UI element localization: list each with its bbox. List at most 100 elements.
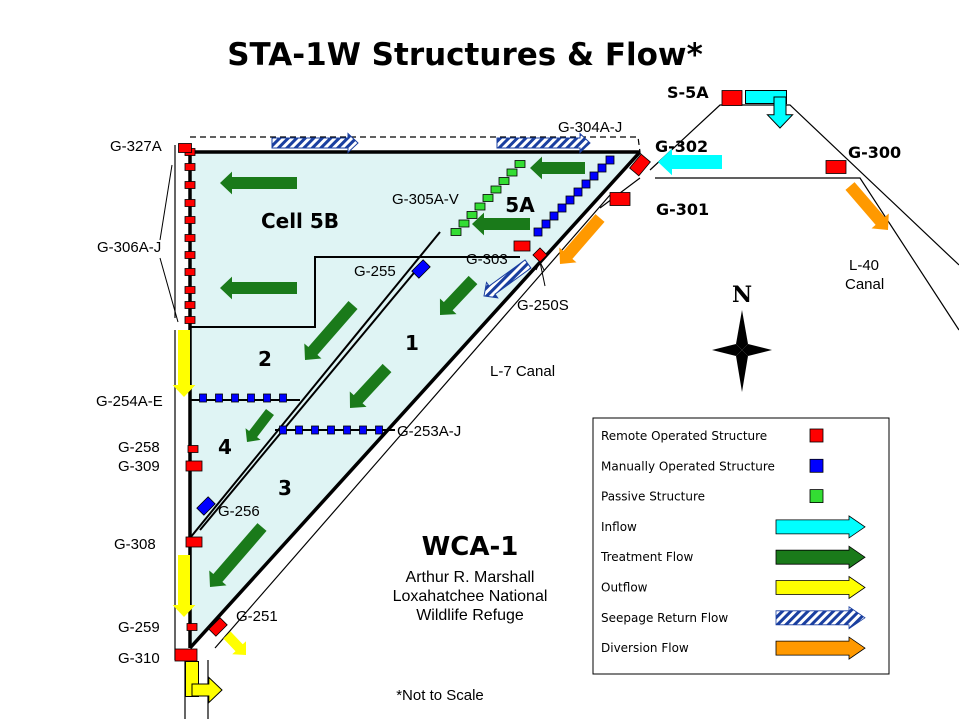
- g304-structure: [541, 219, 551, 229]
- g253-structure: [327, 425, 335, 435]
- g253-structure: [279, 425, 287, 435]
- outflow-arrow: [172, 555, 196, 617]
- g303-structure: [513, 240, 531, 252]
- g305-structure: [474, 202, 486, 211]
- cell-2-label: 2: [258, 347, 272, 371]
- g253-structure: [311, 425, 319, 435]
- legend-item-label: Seepage Return Flow: [601, 611, 728, 625]
- legend-item-swatch: [809, 489, 824, 504]
- label-l7: L-7 Canal: [490, 363, 555, 380]
- g306-structure: [184, 181, 196, 189]
- g306-structure: [184, 268, 196, 276]
- treatment-arrow: [530, 156, 585, 180]
- legend-item-swatch: [809, 458, 824, 473]
- label-g250s: G-250S: [517, 297, 569, 314]
- g306-structure: [184, 286, 196, 294]
- g304-structure: [565, 195, 575, 205]
- treatment-arrow: [220, 171, 297, 195]
- legend-item-arrow: [775, 545, 866, 569]
- g305-structure: [506, 168, 518, 177]
- g306-structure: [184, 301, 196, 309]
- label-l40: L-40: [849, 257, 879, 274]
- label-s5a: S-5A: [667, 83, 709, 102]
- north-label: N: [732, 282, 752, 308]
- label-g303: G-303: [466, 251, 508, 268]
- wca-line-1: Arthur R. Marshall: [406, 569, 535, 586]
- wca-title: WCA-1: [422, 532, 519, 562]
- cell-3-label: 3: [278, 476, 292, 500]
- g304-structure: [589, 171, 599, 181]
- cell-5a-label: 5A: [505, 193, 535, 217]
- g305-structure: [450, 228, 462, 236]
- legend-item-label: Manually Operated Structure: [601, 459, 775, 473]
- g300-structure: [825, 160, 847, 174]
- g309-structure: [185, 460, 203, 472]
- g306-structure: [184, 251, 196, 259]
- g253-structure: [295, 425, 303, 435]
- flow-arrows: [172, 90, 889, 704]
- g250s-pointer: [539, 261, 546, 287]
- legend-item-label: Diversion Flow: [601, 641, 689, 655]
- g310-structure: [174, 648, 198, 662]
- g305-structure: [490, 185, 502, 194]
- g304-structure: [597, 163, 607, 173]
- g306-structure: [184, 163, 196, 171]
- cell-4-label: 4: [218, 435, 232, 459]
- label-g253: G-253A-J: [397, 423, 461, 440]
- g308-structure: [185, 536, 203, 548]
- g250s-structure: [532, 247, 548, 263]
- g254-structure: [263, 393, 271, 403]
- label-g302: G-302: [655, 137, 708, 156]
- legend-item-label: Outflow: [601, 581, 648, 595]
- g305-structure: [458, 219, 470, 228]
- g304-structure: [549, 211, 559, 221]
- legend-box: [592, 417, 890, 675]
- seepage-arrow: [483, 259, 532, 299]
- legend-item-arrow: [775, 515, 866, 539]
- g254-structure: [279, 393, 287, 403]
- label-g301: G-301: [656, 200, 709, 219]
- label-g304: G-304A-J: [558, 119, 622, 136]
- g254-structure: [247, 393, 255, 403]
- label-g310: G-310: [118, 650, 160, 667]
- structures: [174, 90, 847, 662]
- g302-structure: [629, 153, 651, 177]
- label-g300: G-300: [848, 143, 901, 162]
- treatment-arrow: [439, 275, 478, 315]
- label-g306: G-306A-J: [97, 239, 161, 256]
- label-g308: G-308: [114, 536, 156, 553]
- label-g255: G-255: [354, 263, 396, 280]
- g258-structure: [187, 445, 199, 453]
- g255-structure: [411, 259, 431, 279]
- g305-structure: [498, 177, 510, 185]
- g253-structure: [375, 425, 383, 435]
- g306-structure: [184, 316, 196, 324]
- g304-structure: [581, 179, 591, 189]
- label-g256: G-256: [218, 503, 260, 520]
- cell-divider: [199, 267, 419, 531]
- seepage-arrow: [496, 132, 591, 154]
- inflow-arrow: [658, 148, 722, 176]
- diversion-arrow: [845, 182, 889, 230]
- g253-structure: [359, 425, 367, 435]
- legend-item-arrow: [775, 575, 866, 600]
- legend-item-swatch: [809, 428, 824, 443]
- label-l40-canal: Canal: [845, 276, 884, 293]
- label-g327a: G-327A: [110, 138, 162, 155]
- treatment-arrow: [472, 212, 530, 236]
- cell-5b-label: Cell 5B: [261, 209, 339, 233]
- legend-item-label: Inflow: [601, 520, 637, 534]
- legend-item-label: Passive Structure: [601, 490, 705, 504]
- g306-structure: [184, 216, 196, 224]
- g305-structure: [482, 194, 494, 202]
- s5a-structure: [721, 90, 743, 106]
- label-g309: G-309: [118, 458, 160, 475]
- g254-structure: [199, 393, 207, 403]
- wca-line-2: Loxahatchee National: [393, 588, 548, 605]
- label-g305: G-305A-V: [392, 191, 459, 208]
- g301-structure: [609, 192, 631, 206]
- g305-structure: [466, 211, 478, 219]
